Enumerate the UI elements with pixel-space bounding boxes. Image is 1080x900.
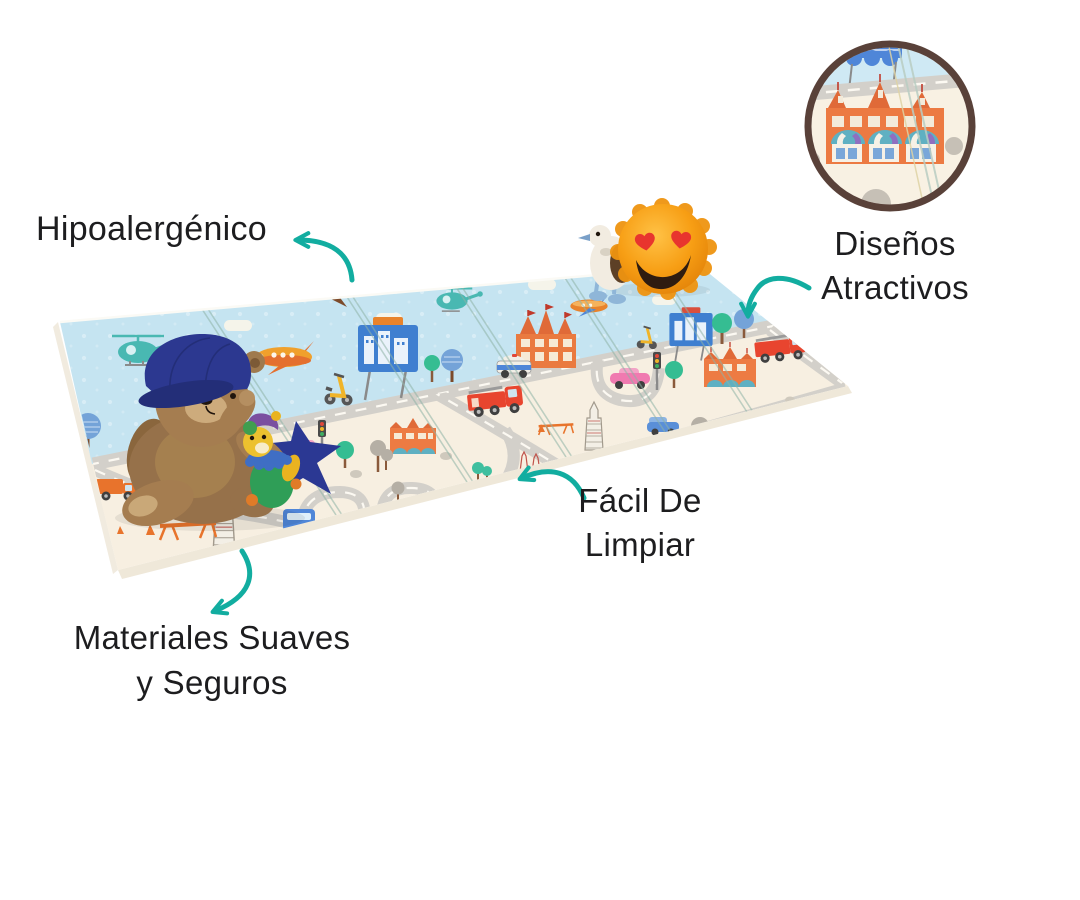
arrow-materiales-icon bbox=[210, 548, 253, 616]
inset-ring bbox=[804, 40, 976, 212]
label-materiales-suaves: Materiales Suaves y Seguros bbox=[32, 615, 392, 705]
heart-eye-icon bbox=[634, 232, 655, 251]
inset-fold-lines bbox=[887, 47, 944, 205]
inset-shop bbox=[826, 74, 944, 164]
teddy-cap bbox=[138, 333, 252, 409]
skyscraper-sketch bbox=[212, 400, 815, 561]
inset-awnings bbox=[831, 130, 939, 144]
smile-mouth bbox=[636, 255, 691, 290]
label-text: Limpiar bbox=[584, 526, 696, 563]
fire-truck-icon bbox=[467, 334, 806, 417]
arrow-facil-icon bbox=[517, 465, 587, 501]
arrow-hipoalergenico-icon bbox=[293, 231, 355, 283]
magnified-detail-circle bbox=[804, 40, 976, 212]
label-text: Diseños bbox=[834, 225, 956, 262]
clown-bear-toy bbox=[243, 411, 302, 508]
label-text: Atractivos bbox=[821, 269, 969, 306]
label-text: Materiales Suaves bbox=[73, 619, 351, 656]
heart-eye-icon bbox=[671, 230, 692, 249]
label-facil-de-limpiar: Fácil De Limpiar bbox=[530, 479, 750, 567]
arrow-disenos-icon bbox=[739, 275, 812, 319]
emoji-plush bbox=[610, 198, 717, 300]
label-disenos-atractivos: Diseños Atractivos bbox=[770, 222, 1020, 310]
label-hipoalergenico: Hipoalergénico bbox=[36, 209, 267, 249]
label-text: y Seguros bbox=[136, 664, 288, 701]
traffic-light-icon bbox=[318, 352, 661, 458]
label-text: Hipoalergénico bbox=[36, 210, 268, 248]
scooter-icon bbox=[324, 325, 657, 406]
label-text: Fácil De bbox=[578, 482, 702, 519]
callout-arrows bbox=[210, 231, 812, 616]
